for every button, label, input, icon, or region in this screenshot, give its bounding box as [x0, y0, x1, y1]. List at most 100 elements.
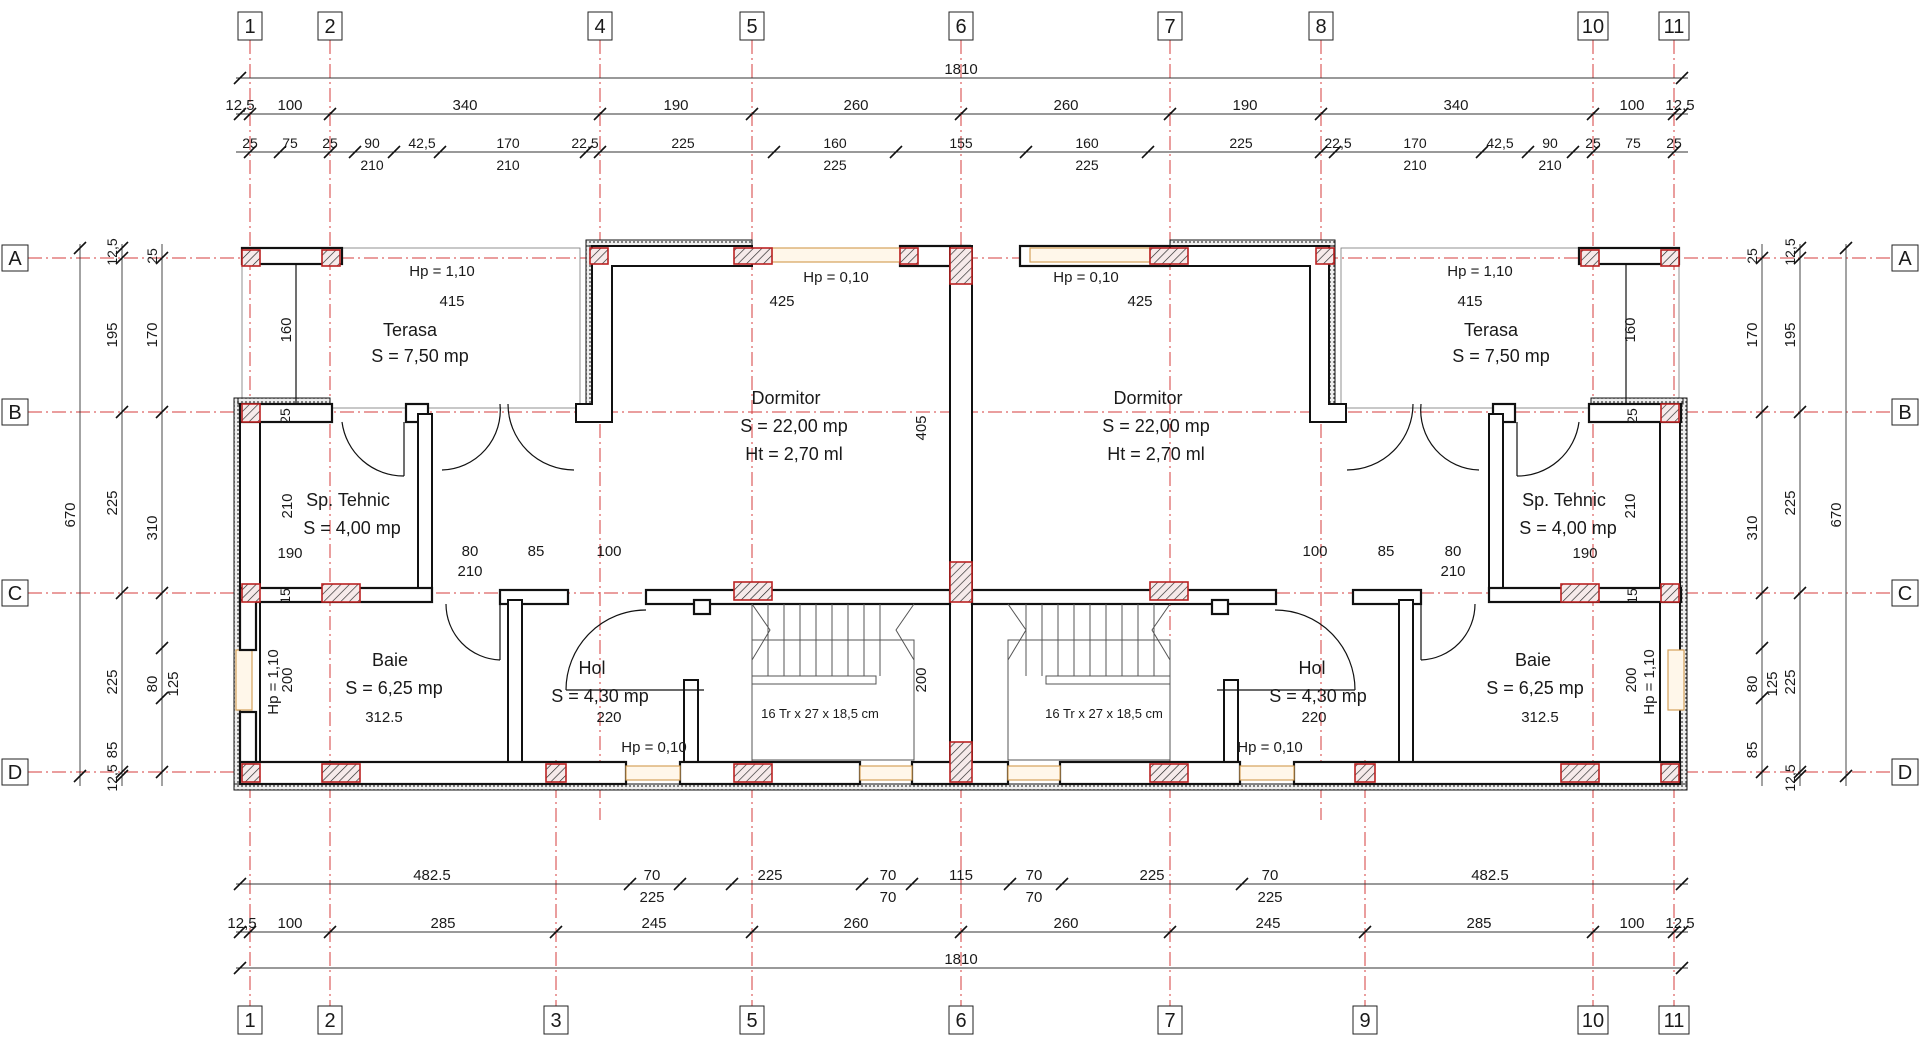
dim-tick [593, 145, 607, 159]
dormitor-left-width: 425 [769, 293, 794, 310]
svg-text:6: 6 [955, 16, 966, 38]
dim-tick [1141, 145, 1155, 159]
dim-tick [1675, 877, 1689, 891]
door-swing [565, 609, 647, 691]
axis-label-bottom-5: 5 [739, 1005, 765, 1035]
axis-label-top-5: 5 [739, 11, 765, 41]
dim-tick [233, 925, 247, 939]
column-hatched [1354, 763, 1376, 783]
axis-label-bottom-7: 7 [1157, 1005, 1183, 1035]
dim-tick [1675, 71, 1689, 85]
dimensions-right: 670 195 225 225 170 310 80 125 85 12,5 2… [1744, 238, 1853, 792]
dim-tick [1755, 586, 1769, 600]
dim-top-r3: 155 [949, 135, 973, 151]
axis-label-bottom-3: 3 [543, 1005, 569, 1035]
axis-label-bottom-2: 2 [317, 1005, 343, 1035]
dim-right-mid: 225 [1782, 490, 1799, 515]
column-hatched [545, 763, 567, 783]
axis-label-bottom-10: 10 [1577, 1005, 1609, 1035]
axis-label-right-B: B [1891, 398, 1919, 426]
dim-left-inner: 125 [165, 671, 182, 696]
dim-top-r3: 25 [1585, 135, 1601, 151]
door-swing [1420, 603, 1476, 661]
column-hatched [733, 247, 773, 265]
dim-tick [1667, 145, 1681, 159]
axis-labels: 1 2 4 5 6 7 8 10 11 1 2 3 5 6 7 9 10 11 … [1, 11, 1919, 1035]
dim-tick [1793, 586, 1807, 600]
dim-right-inner: 85 [1744, 742, 1761, 759]
svg-text:B: B [1898, 402, 1911, 424]
dim-tick [115, 251, 129, 265]
dim-tick [1055, 877, 1069, 891]
dim-tick [323, 145, 337, 159]
dim-tick [623, 877, 637, 891]
tehnic-left-area: S = 4,00 mp [303, 518, 401, 538]
dim-tick [1235, 877, 1249, 891]
baie-left-name: Baie [372, 650, 408, 670]
dormitor-right-name: Dormitor [1113, 388, 1182, 408]
dormitor-right-hp: Hp = 0,10 [1053, 269, 1118, 286]
columns [241, 247, 1680, 783]
hol-right-area: S = 4,30 mp [1269, 686, 1367, 706]
dim-top-r3-sub: 210 [1538, 157, 1562, 173]
dim-top-r3: 22,5 [571, 135, 598, 151]
stair-height-dim: 200 [913, 667, 930, 692]
dim-right-outer: 670 [1828, 502, 1845, 527]
dim-tick [233, 71, 247, 85]
svg-text:6: 6 [955, 1010, 966, 1032]
column-hatched [899, 247, 919, 265]
column-hatched [1660, 763, 1680, 783]
dim-tick [549, 925, 563, 939]
dim-left-small: 25 [144, 248, 160, 264]
svg-text:A: A [8, 248, 22, 270]
dim-tick [1675, 961, 1689, 975]
hol-right-hp: Hp = 0,10 [1237, 739, 1302, 756]
axis-label-top-1: 1 [237, 11, 263, 41]
dim-top-r3-sub: 225 [1075, 157, 1099, 173]
interior-dim: 80 [462, 543, 479, 560]
dim-bottom-r2: 245 [641, 915, 666, 932]
dim-bottom-r2: 100 [1619, 915, 1644, 932]
terasa-left-area: S = 7,50 mp [371, 346, 469, 366]
wall-dim: 15 [1624, 588, 1640, 604]
interior-dim: 100 [1302, 543, 1327, 560]
dim-tick [348, 145, 362, 159]
hol-left-width: 220 [596, 709, 621, 726]
dim-tick [593, 107, 607, 121]
dim-bottom-r1-sub: 225 [639, 889, 664, 906]
tehnic-left-height: 210 [279, 493, 296, 518]
dim-top-r3: 160 [823, 135, 847, 151]
column-hatched [1660, 403, 1680, 423]
dim-tick [1019, 145, 1033, 159]
column-hatched [1660, 583, 1680, 603]
interior-dim: 85 [528, 543, 545, 560]
baie-left-height: 200 [279, 667, 296, 692]
dim-bottom-r1: 482.5 [1471, 867, 1509, 884]
column-hatched [1315, 247, 1335, 265]
hol-right-width: 220 [1301, 709, 1326, 726]
dim-bottom-r2: 285 [430, 915, 455, 932]
dim-tick [1358, 925, 1372, 939]
room-labels: Hp = 1,10 415 Terasa S = 7,50 mp 160 Hp … [265, 263, 1658, 756]
dim-top-r2: 100 [277, 97, 302, 114]
dim-tick [1003, 877, 1017, 891]
dormitor-left-area: S = 22,00 mp [740, 416, 848, 436]
dim-bottom-r1: 70 [880, 867, 897, 884]
terasa-right-area: S = 7,50 mp [1452, 346, 1550, 366]
axis-label-right-C: C [1891, 579, 1919, 607]
dim-top-r3: 170 [1403, 135, 1427, 151]
svg-text:D: D [8, 762, 22, 784]
dim-tick [323, 107, 337, 121]
axis-label-bottom-9: 9 [1352, 1005, 1378, 1035]
interior-dim: 210 [457, 563, 482, 580]
svg-text:11: 11 [1664, 16, 1685, 38]
svg-text:1: 1 [244, 16, 255, 38]
dim-top-r2: 260 [1053, 97, 1078, 114]
dim-top-total: 1810 [944, 61, 977, 78]
stairs [751, 603, 1171, 761]
tehnic-right-area: S = 4,00 mp [1519, 518, 1617, 538]
dim-tick [579, 145, 593, 159]
hol-left-name: Hol [578, 658, 605, 678]
baie-right-height: 200 [1623, 667, 1640, 692]
